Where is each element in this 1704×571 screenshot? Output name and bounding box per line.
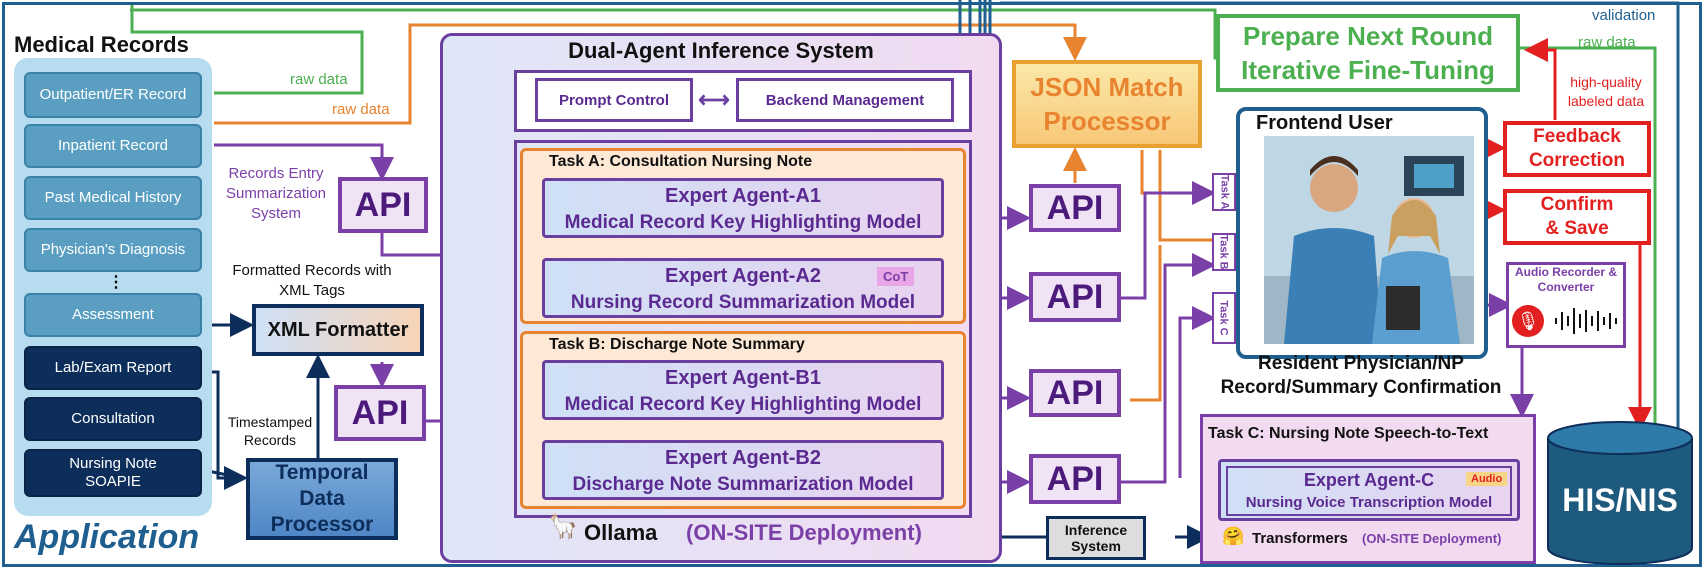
- bidirectional-arrow-icon: ⟷: [698, 87, 730, 112]
- dual-agent-title: Dual-Agent Inference System: [568, 38, 874, 63]
- agent-a2-name: Expert Agent-A2: [665, 265, 821, 287]
- task-c-title: Task C: Nursing Note Speech-to-Text: [1208, 425, 1489, 442]
- medical-records-title: Medical Records: [14, 32, 189, 57]
- agent-a2-model: Nursing Record Summarization Model: [570, 292, 916, 313]
- task-a-title: Task A: Consultation Nursing Note: [549, 153, 813, 170]
- record-consultation: Consultation: [24, 397, 202, 441]
- raw-data-orange-label: raw data: [332, 101, 390, 118]
- llama-icon: 🦙: [548, 513, 578, 540]
- agent-a2: Expert Agent-A2 Nursing Record Summariza…: [542, 258, 944, 318]
- clinicians-photo: [1264, 136, 1474, 344]
- application-label: Application: [14, 518, 200, 556]
- raw-data-right-label: raw data: [1578, 34, 1636, 51]
- agent-b2-model: Discharge Note Summarization Model: [572, 474, 914, 495]
- task-b-title: Task B: Discharge Note Summary: [549, 336, 805, 353]
- timestamped-label: Timestamped Records: [227, 414, 313, 448]
- agent-a1-name: Expert Agent-A1: [665, 185, 821, 207]
- formatted-records-label: Formatted Records with XML Tags: [232, 262, 392, 299]
- confirm-save: Confirm & Save: [1503, 189, 1651, 245]
- transformers-deploy-label: (ON-SITE Deployment): [1362, 531, 1502, 546]
- microphone-icon: 🎙: [1512, 305, 1544, 337]
- high-quality-label: high-quality labeled data: [1567, 74, 1645, 109]
- fine-tuning-box: Prepare Next Round Iterative Fine-Tuning: [1216, 14, 1520, 92]
- task-a-tag: Task A: [1212, 173, 1236, 211]
- api-a2: API: [1029, 272, 1121, 322]
- agent-b1-name: Expert Agent-B1: [665, 367, 821, 389]
- frontend-user-title: Frontend User: [1256, 112, 1393, 134]
- temporal-data-processor: Temporal Data Processor: [246, 458, 398, 540]
- agent-b2: Expert Agent-B2 Discharge Note Summariza…: [542, 440, 944, 500]
- validation-label: validation: [1592, 7, 1656, 24]
- record-past-history: Past Medical History: [24, 176, 202, 220]
- record-assessment: Assessment: [24, 293, 202, 337]
- ollama-deploy-label: (ON-SITE Deployment): [686, 520, 922, 545]
- records-ellipsis: ⋮: [108, 274, 124, 291]
- agent-c-name: Expert Agent-C: [1303, 470, 1435, 490]
- xml-formatter: XML Formatter: [252, 304, 424, 356]
- agent-a1-model: Medical Record Key Highlighting Model: [564, 212, 922, 233]
- api-b2: API: [1029, 454, 1121, 504]
- cot-badge: CoT: [877, 267, 915, 286]
- agent-b1: Expert Agent-B1 Medical Record Key Highl…: [542, 360, 944, 420]
- record-inpatient: Inpatient Record: [24, 124, 202, 168]
- backend-management: Backend Management: [736, 78, 954, 122]
- ollama-label: Ollama: [584, 520, 658, 545]
- audio-recorder-label: Audio Recorder & Converter: [1514, 265, 1617, 294]
- records-entry-label: Records Entry Summarization System: [225, 165, 327, 222]
- agent-b2-name: Expert Agent-B2: [665, 447, 821, 469]
- prompt-control: Prompt Control: [535, 78, 693, 122]
- agent-c-model: Nursing Voice Transcription Model: [1245, 494, 1493, 511]
- waveform-icon: [1552, 306, 1620, 336]
- frontend-caption: Resident Physician/NP Record/Summary Con…: [1220, 353, 1502, 398]
- agent-b1-model: Medical Record Key Highlighting Model: [564, 394, 922, 415]
- hugging-face-icon: 🤗: [1222, 526, 1245, 546]
- task-b-tag: Task B: [1212, 233, 1236, 271]
- database-icon: [1546, 420, 1694, 566]
- record-nursing-note: Nursing Note SOAPIE: [24, 449, 202, 497]
- json-match-processor: JSON Match Processor: [1012, 60, 1202, 148]
- outer-task-frame: [514, 140, 972, 518]
- audio-badge: Audio: [1466, 472, 1508, 486]
- record-diagnosis: Physician's Diagnosis: [24, 228, 202, 272]
- inference-system-box: Inference System: [1046, 516, 1146, 560]
- api-b1: API: [1029, 369, 1121, 417]
- agent-a1: Expert Agent-A1 Medical Record Key Highl…: [542, 178, 944, 238]
- api-a1: API: [1029, 184, 1121, 232]
- his-nis-label: HIS/NIS: [1562, 482, 1678, 518]
- raw-data-green-label: raw data: [290, 71, 348, 88]
- agent-c-box: Expert Agent-C Nursing Voice Transcripti…: [1226, 466, 1512, 516]
- api-temporal: API: [334, 385, 426, 441]
- api-records-entry: API: [338, 177, 428, 233]
- record-outpatient: Outpatient/ER Record: [24, 72, 202, 118]
- record-lab-exam: Lab/Exam Report: [24, 346, 202, 390]
- transformers-label: Transformers: [1252, 530, 1348, 547]
- feedback-correction: Feedback Correction: [1503, 121, 1651, 177]
- task-c-tag: Task C: [1212, 292, 1236, 344]
- agent-c-frame: [1218, 459, 1520, 521]
